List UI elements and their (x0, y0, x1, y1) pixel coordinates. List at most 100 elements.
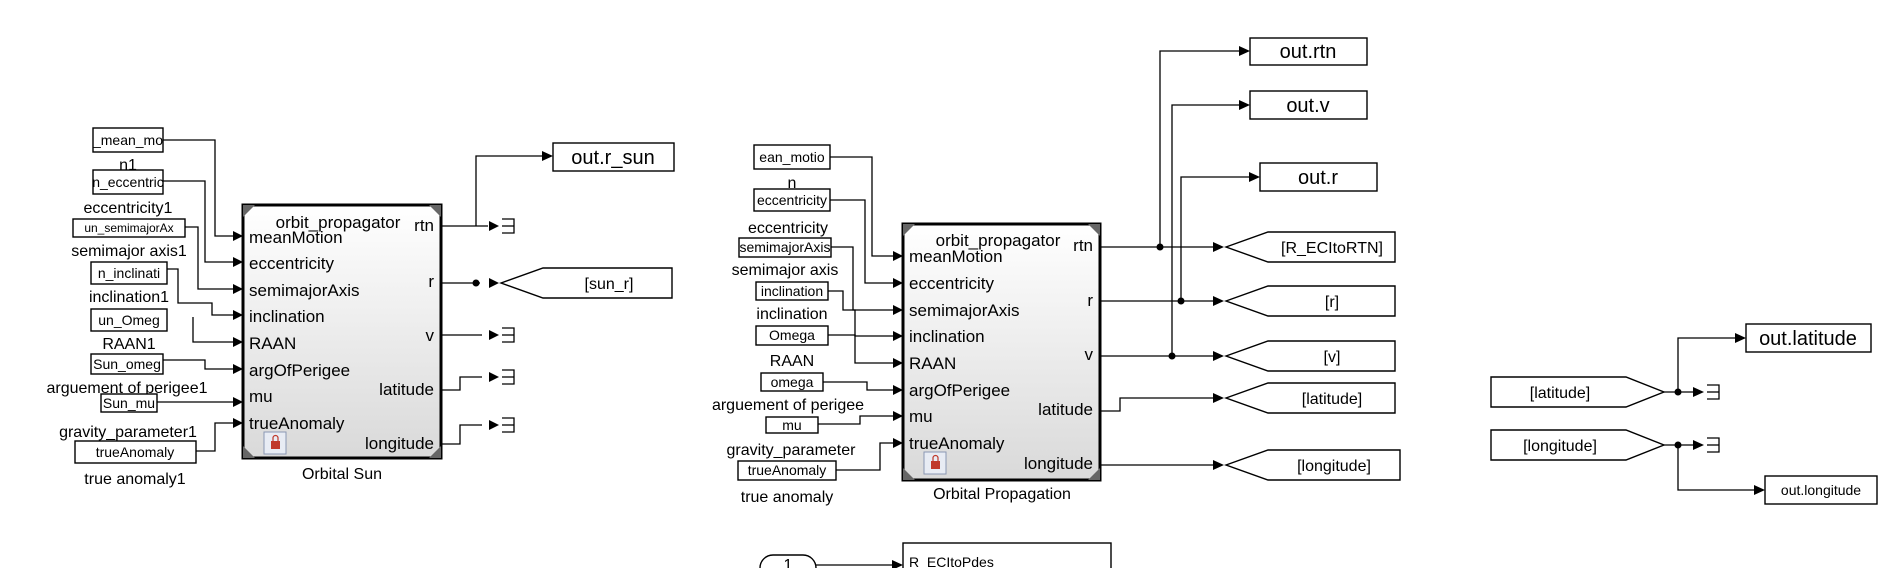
outport-r[interactable]: out.r (1259, 162, 1378, 192)
block-title: orbit_propagator (936, 231, 1061, 250)
branch-dots (1674, 388, 1682, 449)
sun-constant-mu[interactable]: Sun_mu gravity_parameter1 (59, 393, 197, 441)
inport-number: 1 (784, 557, 793, 568)
outport-r-sun[interactable]: out.r_sun (552, 142, 675, 172)
prop-constant-true-anomaly[interactable]: trueAnomaly true anomaly (737, 460, 837, 506)
output-port-label: latitude (1038, 400, 1093, 419)
output-port-label: latitude (379, 380, 434, 399)
sun-constant-inclination[interactable]: n_inclinati inclination1 (89, 261, 169, 306)
constant-label: inclination1 (89, 289, 169, 306)
goto-tag: [latitude] (1302, 391, 1362, 408)
prop-constant-eccentricity[interactable]: eccentricity eccentricity (748, 188, 831, 237)
goto-latitude[interactable]: [latitude] (1223, 382, 1396, 414)
orbit-propagator-block-sun[interactable]: orbit_propagator meanMotion eccentricity… (233, 203, 443, 483)
constant-value: Omega (769, 327, 815, 343)
r-ecitopdes-block[interactable]: R_ECItoPdes (902, 542, 1112, 568)
goto-tag: [sun_r] (585, 276, 634, 293)
constant-label: inclination (756, 306, 827, 323)
constant-label: semimajor axis1 (71, 243, 187, 260)
prop-constant-inclination[interactable]: inclination inclination (755, 281, 829, 323)
input-port-label: eccentricity (249, 254, 335, 273)
constant-label: n (788, 175, 797, 192)
sun-constant-raan[interactable]: un_Omeg RAAN1 (90, 308, 168, 353)
branch-dot (472, 279, 480, 287)
mask-lock-icon (263, 431, 287, 455)
outport-latitude[interactable]: out.latitude (1745, 323, 1872, 353)
terminator-longitude (502, 417, 515, 433)
right-section[interactable]: [latitude] [longitude] out.latitude (1490, 323, 1878, 505)
orbital-propagation-subsystem[interactable]: ean_motio n eccentricity eccentricity se… (712, 37, 1401, 506)
prop-constant-raan[interactable]: Omega RAAN (755, 325, 829, 370)
sun-constant-semimajor-axis[interactable]: un_semimajorAx semimajor axis1 (71, 218, 187, 260)
mask-lock-icon (923, 451, 947, 475)
prop-input-wires (818, 156, 899, 471)
constant-value: omega (771, 374, 814, 390)
outport-label: out.latitude (1759, 328, 1857, 350)
constant-value: Sun_mu (103, 395, 155, 411)
input-port-label: eccentricity (909, 274, 995, 293)
constant-label: gravity_parameter (727, 442, 857, 459)
sun-output-wires (441, 155, 543, 445)
goto-v[interactable]: [v] (1223, 340, 1396, 372)
constant-value: n_inclinati (98, 265, 160, 281)
outport-label: out.r (1298, 167, 1338, 189)
block-caption: Orbital Propagation (933, 486, 1071, 503)
constant-label: RAAN (770, 353, 814, 370)
arrow-heads (489, 151, 553, 430)
goto-r-ecitortn[interactable]: [R_ECItoRTN] (1223, 231, 1396, 263)
outport-rtn[interactable]: out.rtn (1249, 37, 1368, 66)
goto-tag: [r] (1325, 294, 1339, 311)
goto-tag: [longitude] (1297, 458, 1371, 475)
from-tag: [latitude] (1530, 385, 1590, 402)
from-latitude[interactable]: [latitude] (1490, 376, 1666, 408)
orbital-sun-subsystem[interactable]: _mean_mo n1 n_eccentric eccentricity1 un… (47, 127, 675, 488)
input-port-label: mu (909, 407, 933, 426)
constant-label: true anomaly1 (84, 471, 185, 488)
terminator-lat (1707, 384, 1720, 400)
terminator-lon (1707, 437, 1720, 453)
constant-value: eccentricity (757, 192, 827, 208)
input-port-label: semimajorAxis (909, 301, 1020, 320)
output-port-label: r (428, 272, 434, 291)
input-port-label: meanMotion (249, 228, 343, 247)
outport-v[interactable]: out.v (1249, 90, 1368, 120)
prop-constant-mean-motion[interactable]: ean_motio n (753, 144, 831, 192)
constant-value: un_semimajorAx (84, 221, 173, 235)
outport-longitude[interactable]: out.longitude (1764, 475, 1878, 505)
goto-r[interactable]: [r] (1223, 285, 1396, 317)
outport-label: out.r_sun (571, 147, 654, 169)
inport-1[interactable]: 1 (759, 554, 817, 568)
output-port-label: v (1085, 345, 1094, 364)
input-arrows (893, 251, 903, 448)
constant-value: n_eccentric (92, 174, 164, 190)
sun-input-wires (157, 139, 240, 452)
goto-sun-r[interactable]: [sun_r] (498, 267, 673, 299)
prop-constant-semimajor-axis[interactable]: semimajorAxis semimajor axis (732, 237, 839, 279)
from-longitude[interactable]: [longitude] (1490, 429, 1666, 461)
constant-label: eccentricity (748, 220, 828, 237)
input-port-label: argOfPerigee (249, 361, 350, 380)
prop-constant-arg-of-perigee[interactable]: omega arguement of perigee (712, 372, 864, 414)
sun-constant-eccentricity[interactable]: n_eccentric eccentricity1 (84, 169, 173, 217)
sun-constant-mean-motion[interactable]: _mean_mo n1 (92, 127, 164, 174)
output-port-label: r (1087, 291, 1093, 310)
outport-label: out.longitude (1781, 482, 1861, 498)
constant-value: un_Omeg (98, 312, 159, 328)
orbit-propagator-block-main[interactable]: orbit_propagator meanMotion eccentricity… (893, 222, 1102, 503)
sun-constant-true-anomaly[interactable]: trueAnomaly true anomaly1 (74, 440, 197, 488)
bottom-section[interactable]: 1 R_ECItoPdes (759, 542, 1112, 568)
constant-label: arguement of perigee1 (47, 380, 208, 397)
outport-label: out.v (1286, 95, 1329, 117)
sun-constant-arg-of-perigee[interactable]: Sun_omeg arguement of perigee1 (47, 353, 208, 397)
input-port-label: RAAN (909, 354, 956, 373)
outport-label: out.rtn (1280, 41, 1337, 63)
constant-value: _mean_mo (92, 132, 163, 148)
prop-constant-mu[interactable]: mu gravity_parameter (727, 416, 857, 459)
block-text: R_ECItoPdes (909, 554, 994, 568)
constant-label: arguement of perigee (712, 397, 864, 414)
right-wires (1664, 337, 1754, 491)
goto-longitude[interactable]: [longitude] (1223, 449, 1401, 481)
input-port-label: inclination (249, 307, 325, 326)
arrow-heads (1693, 333, 1765, 495)
